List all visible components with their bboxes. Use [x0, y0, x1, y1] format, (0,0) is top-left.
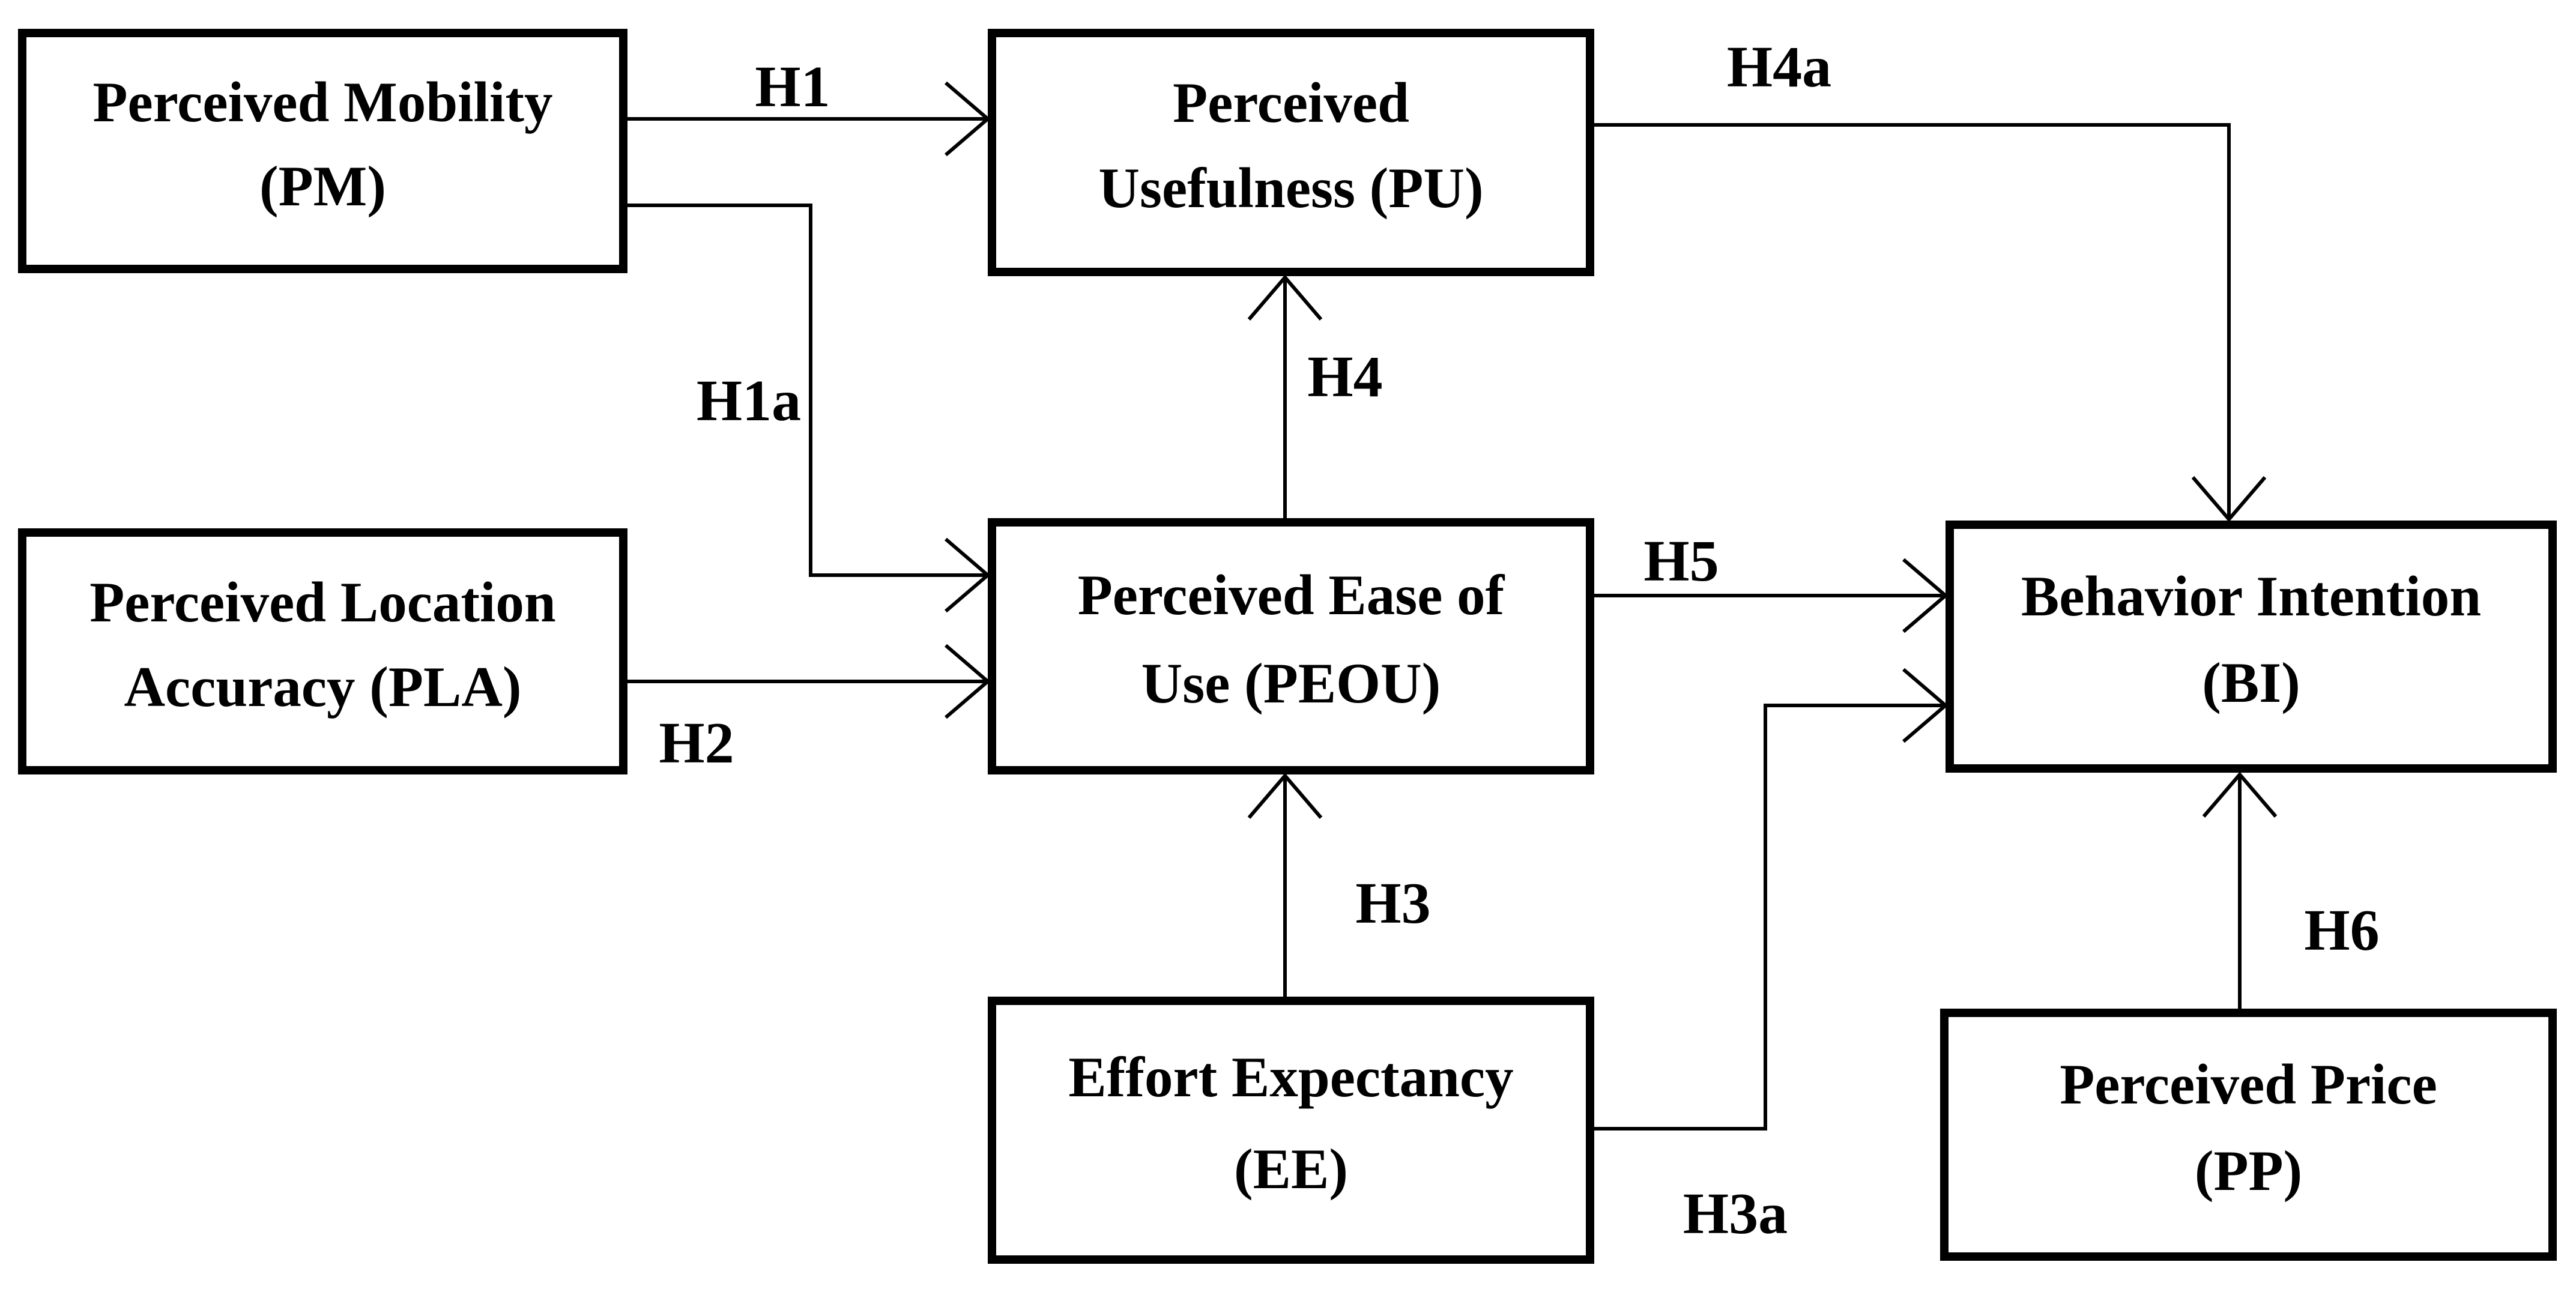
- box-perceived-ease-of-use-line2: Use (PEOU): [1141, 651, 1441, 716]
- box-perceived-usefulness: Perceived Usefulness (PU): [988, 29, 1594, 276]
- hypothesis-label-h1: H1: [755, 55, 830, 119]
- box-behavior-intention-line1: Behavior Intention: [2021, 564, 2482, 628]
- hypothesis-label-h1a: H1a: [696, 369, 802, 433]
- box-behavior-intention-line2: (BI): [2202, 651, 2300, 715]
- box-perceived-usefulness-line2: Usefulness (PU): [1098, 156, 1484, 220]
- hypothesis-label-h4: H4: [1307, 345, 1383, 409]
- box-perceived-location-accuracy: Perceived Location Accuracy (PLA): [18, 528, 627, 774]
- hypothesis-label-h3a: H3a: [1683, 1182, 1788, 1246]
- hypothesis-label-h5: H5: [1643, 529, 1719, 594]
- box-perceived-usefulness-line1: Perceived: [1173, 71, 1409, 135]
- box-effort-expectancy-line1: Effort Expectancy: [1068, 1045, 1514, 1109]
- box-perceived-ease-of-use-line1: Perceived Ease of: [1077, 563, 1505, 627]
- box-perceived-price-line1: Perceived Price: [2060, 1052, 2437, 1116]
- box-perceived-ease-of-use: Perceived Ease of Use (PEOU): [988, 518, 1594, 774]
- box-perceived-price-line2: (PP): [2194, 1139, 2303, 1203]
- box-perceived-location-accuracy-line1: Perceived Location: [89, 570, 556, 634]
- hypothesis-label-h4a: H4a: [1726, 35, 1832, 100]
- hypothesis-label-h3: H3: [1355, 871, 1431, 936]
- arrow-h4a: [1594, 123, 2267, 522]
- arrow-h3a: [1594, 668, 1949, 1130]
- arrow-h1a: [627, 204, 991, 613]
- box-behavior-intention: Behavior Intention (BI): [1946, 521, 2557, 773]
- box-effort-expectancy: Effort Expectancy (EE): [988, 997, 1594, 1264]
- box-perceived-mobility-line2: (PM): [259, 154, 386, 218]
- hypothesis-label-h6: H6: [2304, 898, 2380, 963]
- box-perceived-price: Perceived Price (PP): [1940, 1009, 2557, 1261]
- hypothesis-label-h2: H2: [659, 711, 734, 776]
- box-perceived-location-accuracy-line2: Accuracy (PLA): [124, 654, 522, 719]
- box-effort-expectancy-line2: (EE): [1234, 1137, 1348, 1201]
- box-perceived-mobility-line1: Perceived Mobility: [92, 70, 553, 134]
- box-perceived-mobility: Perceived Mobility (PM): [18, 29, 627, 273]
